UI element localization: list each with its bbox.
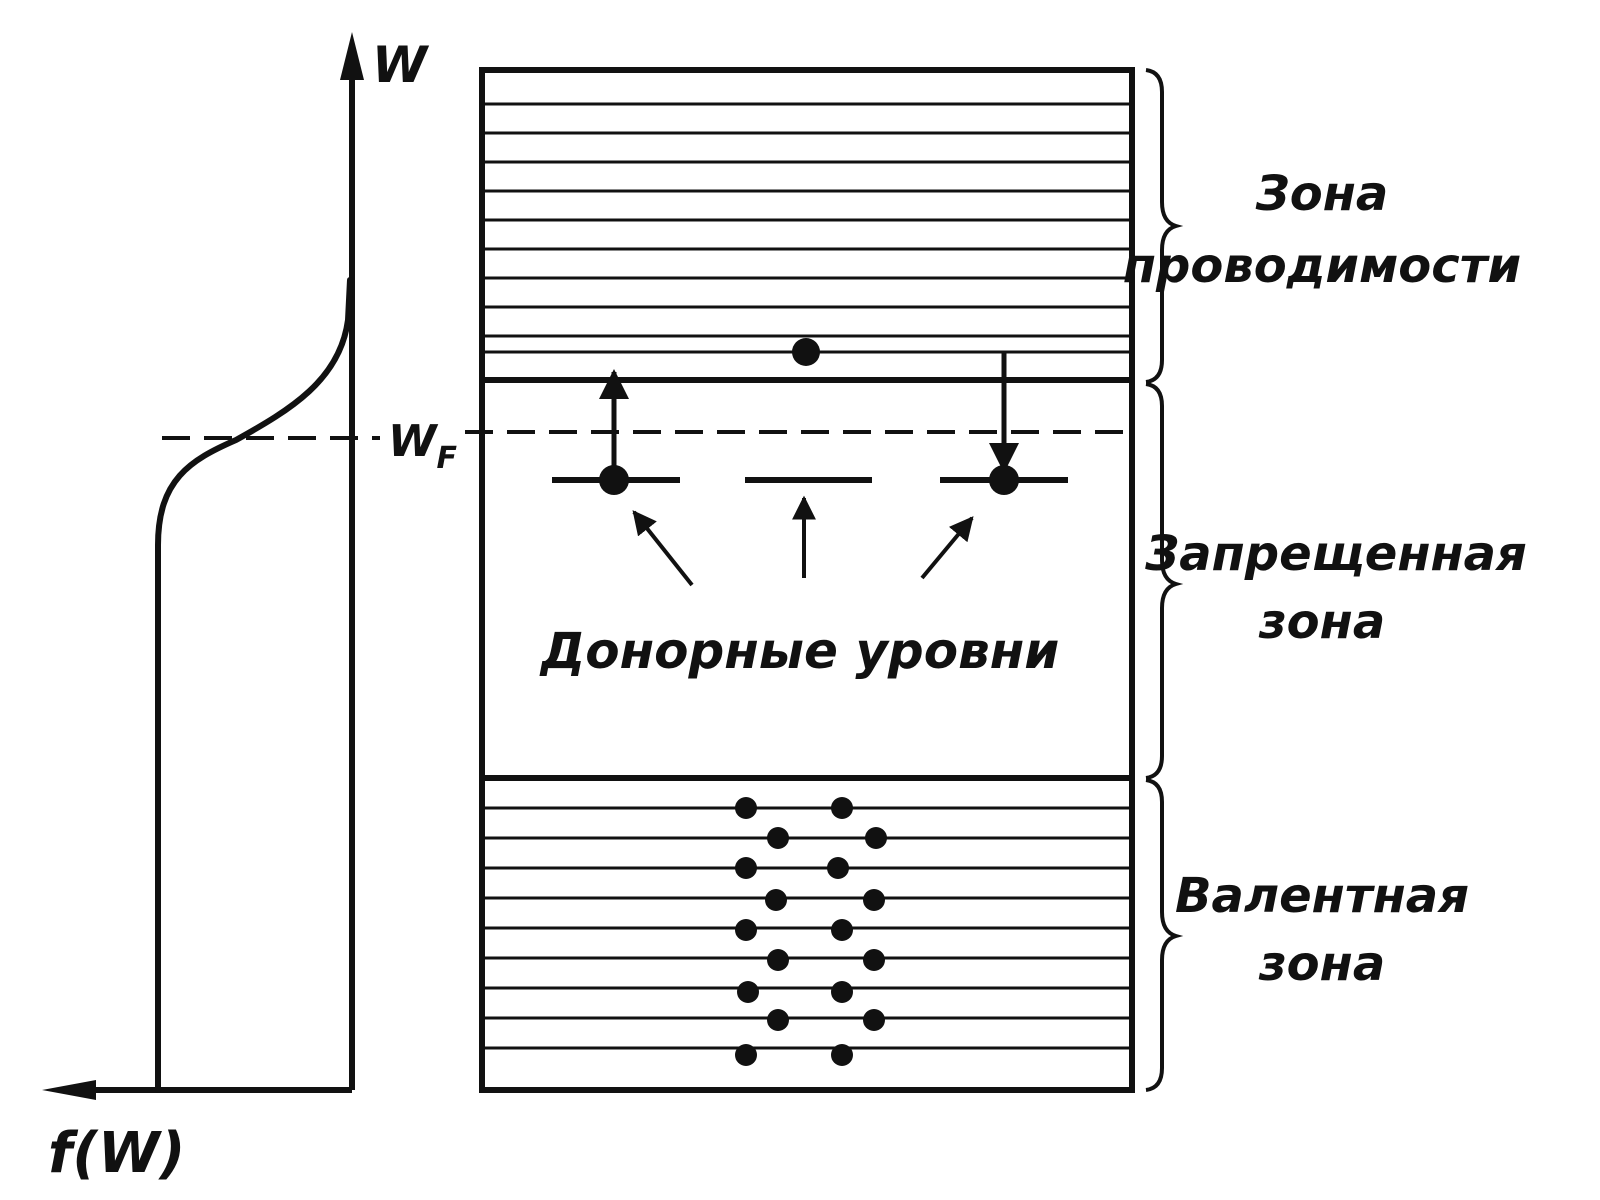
valence-electron: [767, 949, 789, 971]
distribution-axis-label: f(W): [48, 1121, 185, 1186]
valence-electron: [827, 857, 849, 879]
valence-electron: [765, 889, 787, 911]
energy-axis-arrow-icon: [340, 32, 364, 80]
donor-electron: [599, 465, 629, 495]
conduction-band-label-line1: Зона: [1255, 166, 1389, 222]
valence-electron: [831, 919, 853, 941]
conduction-band: [482, 102, 1132, 354]
donor-pointer-arrow: [632, 510, 694, 587]
forbidden-band-label-line1: Запрещенная: [1144, 526, 1527, 582]
valence-electron: [865, 827, 887, 849]
valence-band: [482, 806, 1132, 1050]
donor-electron: [989, 465, 1019, 495]
valence-electron: [831, 797, 853, 819]
electrons: [599, 338, 1019, 1066]
distribution-axis-arrow-icon: [42, 1080, 96, 1100]
valence-electron: [831, 981, 853, 1003]
fermi-distribution-plot: [42, 32, 380, 1100]
valence-band-brace: [1145, 778, 1184, 1092]
fermi-level-subscript: F: [437, 441, 458, 476]
forbidden-band-label-line2: зона: [1258, 594, 1385, 650]
forbidden-band-brace: [1145, 382, 1184, 780]
valence-electron: [735, 1044, 757, 1066]
band-frame: [479, 67, 1135, 1093]
conduction-band-brace: [1145, 68, 1184, 384]
valence-electron: [767, 827, 789, 849]
conduction-electron: [792, 338, 820, 366]
energy-axis-label: W: [372, 36, 430, 94]
donor-levels-label: Донорные уровни: [539, 622, 1060, 680]
valence-electron: [735, 919, 757, 941]
band-braces: [1145, 68, 1184, 1092]
fermi-level-label: WF: [388, 416, 458, 476]
valence-electron: [735, 797, 757, 819]
valence-electron: [767, 1009, 789, 1031]
fermi-dirac-curve: [155, 277, 353, 1093]
valence-electron: [735, 857, 757, 879]
valence-electron: [737, 981, 759, 1003]
valence-electron: [863, 1009, 885, 1031]
conduction-band-label-line2: проводимости: [1123, 238, 1521, 294]
valence-electron: [863, 949, 885, 971]
valence-band-label-line1: Валентная: [1175, 868, 1469, 924]
valence-electron: [863, 889, 885, 911]
donor-pointer-arrow: [920, 516, 974, 580]
band-structure: [465, 67, 1135, 1093]
valence-electron: [831, 1044, 853, 1066]
valence-band-label-line2: зона: [1258, 936, 1385, 992]
